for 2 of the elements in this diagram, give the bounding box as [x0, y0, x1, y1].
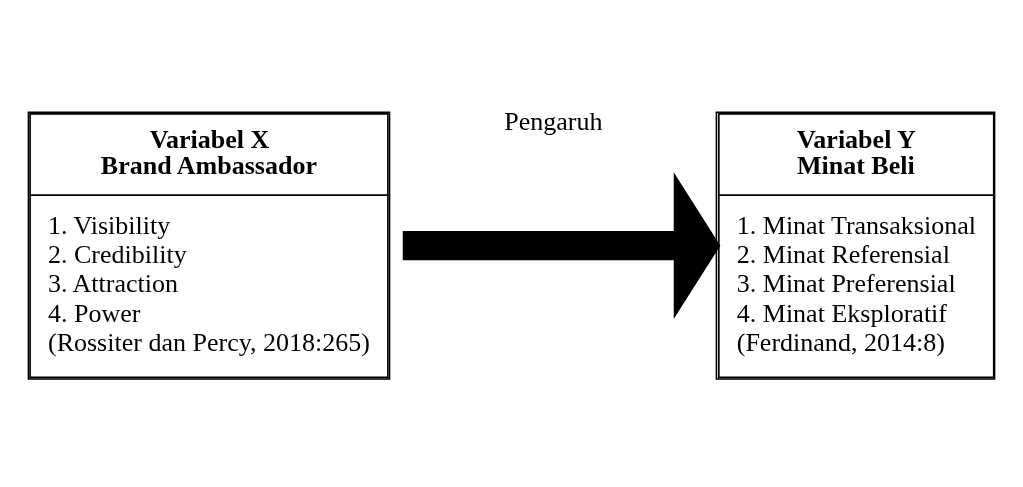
edge-label: Pengaruh: [504, 106, 603, 136]
arrow: [402, 171, 721, 319]
